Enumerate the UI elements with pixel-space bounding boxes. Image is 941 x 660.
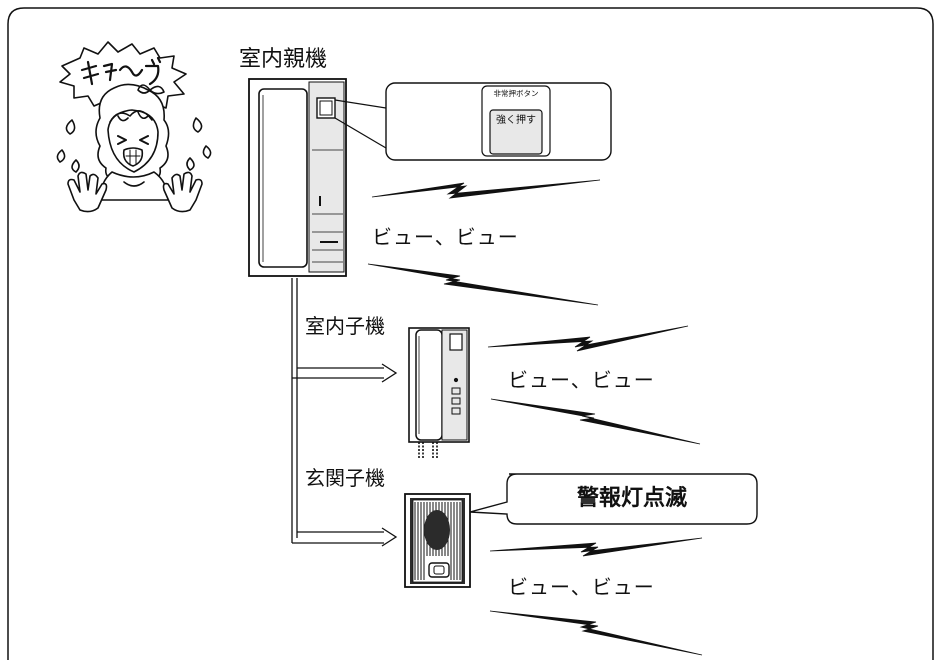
- emergency-button-callout: [334, 82, 612, 161]
- main-unit-label: 室内親機: [239, 47, 328, 72]
- sound-text-door: ビュー、ビュー: [508, 575, 655, 599]
- girl-left-hand: [67, 171, 108, 213]
- sound-text-indoor-sub: ビュー、ビュー: [508, 368, 655, 392]
- indoor-sub-unit-label: 室内子機: [305, 314, 385, 338]
- indoor-sub-unit-device: [408, 327, 470, 458]
- indoor-sub-unit-handset: [415, 329, 443, 441]
- door-unit-device: [404, 493, 471, 588]
- arrow-to-door-unit: [381, 527, 398, 547]
- shout-lettering: [80, 56, 162, 86]
- outer-frame: [7, 7, 934, 660]
- girl-right-hand: [162, 171, 203, 213]
- wave-sub-top: [487, 325, 689, 352]
- sound-text-main: ビュー、ビュー: [372, 225, 519, 249]
- wave-main-bottom: [367, 263, 599, 306]
- main-unit-handset: [258, 88, 308, 268]
- sound-waves: [367, 179, 703, 656]
- emergency-button-face-text: 強く押す: [496, 115, 536, 126]
- door-unit-label: 玄関子機: [305, 466, 385, 490]
- alarm-lamp-text: 警報灯点滅: [576, 486, 687, 511]
- wave-door-top: [489, 537, 703, 557]
- main-unit-device: [248, 78, 347, 277]
- main-unit-emergency-button: [316, 97, 336, 119]
- wave-sub-bottom: [490, 398, 701, 445]
- arrow-to-indoor-sub: [381, 363, 398, 383]
- alarm-callout: [469, 473, 758, 525]
- wave-main-top: [371, 179, 601, 199]
- connection-lines: [291, 278, 398, 547]
- door-unit-speaker: [424, 510, 450, 550]
- screaming-girl-illustration: [56, 41, 212, 213]
- emergency-button-caption: 非常押ボタン: [493, 89, 539, 98]
- girl-mouth: [122, 147, 144, 167]
- wave-door-bottom: [489, 610, 703, 656]
